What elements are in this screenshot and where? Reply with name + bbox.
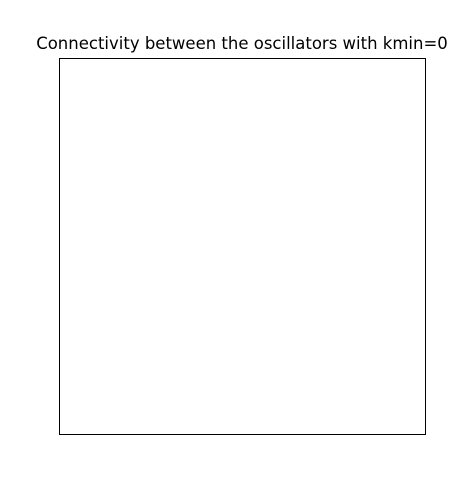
plot-area (59, 58, 426, 435)
chart-title: Connectivity between the oscillators wit… (36, 34, 448, 53)
